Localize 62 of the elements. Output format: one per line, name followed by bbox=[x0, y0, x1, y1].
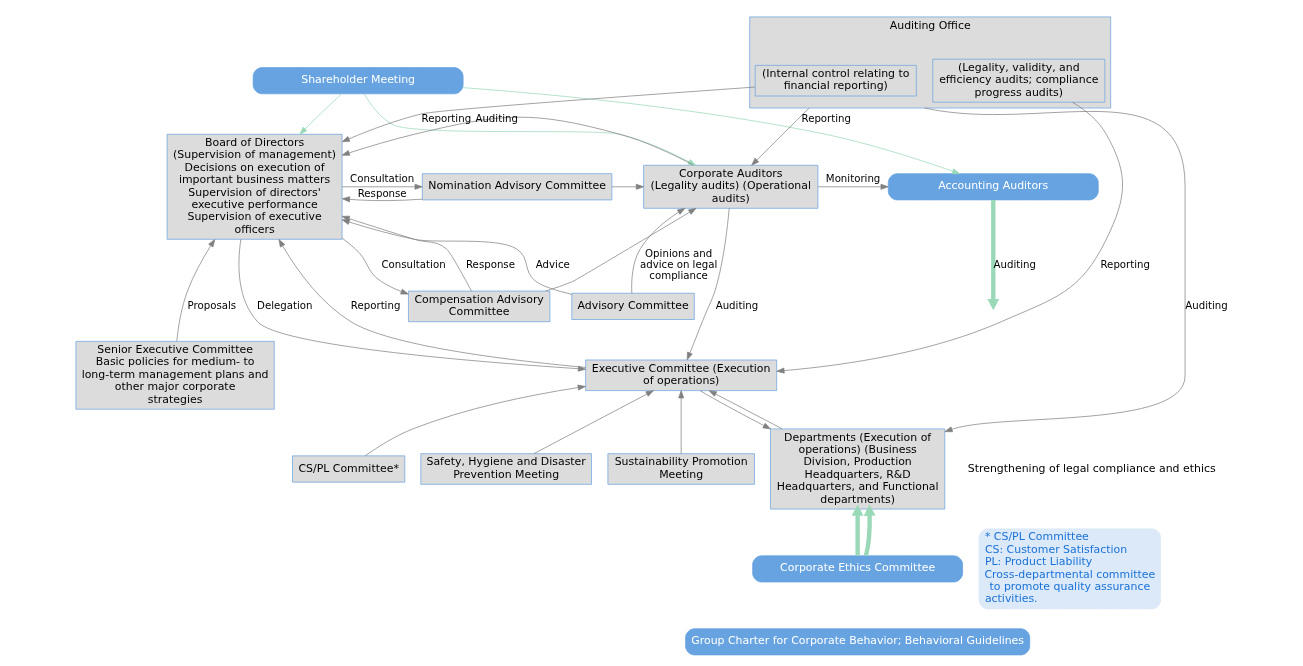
node-box: Compensation Advisory Committee bbox=[407, 290, 550, 323]
arrow bbox=[708, 390, 783, 430]
edge-label: Auditing bbox=[715, 300, 758, 312]
edge-label: Consultation bbox=[380, 258, 446, 270]
arrow bbox=[775, 101, 1123, 374]
arrow bbox=[341, 219, 572, 295]
arrow bbox=[544, 208, 696, 292]
node-box: Sustainability Promotion Meeting bbox=[607, 453, 755, 485]
arrow bbox=[341, 196, 422, 203]
node-box: Corporate Ethics Committee bbox=[751, 555, 963, 583]
arrow bbox=[341, 86, 755, 143]
arrow bbox=[175, 239, 215, 342]
node-box: Safety, Hygiene and Disaster Prevention Meeting bbox=[419, 453, 592, 485]
arrow bbox=[863, 504, 876, 557]
label: Strengthening of legal compliance and ethics bbox=[967, 461, 1216, 475]
edge-label: Advice bbox=[535, 258, 570, 270]
node-box: Departments (Execution of operations) (Business Division, Production Headquarters, R&D Headquarters, and Functional departments) bbox=[769, 428, 945, 510]
edge-label: Reporting bbox=[1100, 258, 1150, 270]
arrow bbox=[750, 107, 809, 166]
edge-label: Consultation bbox=[349, 172, 414, 184]
node-box: (Legality, validity, and efficiency audits; compliance progress audits) bbox=[931, 58, 1105, 103]
node-box: Group Charter for Corporate Behavior; Behavioral Guidelines bbox=[684, 628, 1030, 656]
node-box: Senior Executive Committee Basic policies for medium- to long-term management plans and other major corporate strategies bbox=[75, 341, 275, 410]
arrow bbox=[699, 390, 771, 430]
edge-label: Monitoring bbox=[825, 172, 880, 184]
arrow bbox=[923, 107, 1185, 433]
edge-label: Opinions and advice on legal compliance bbox=[639, 247, 717, 281]
edge-label: Response bbox=[465, 258, 515, 270]
node-box: Shareholder Meeting bbox=[252, 67, 463, 95]
arrow bbox=[630, 207, 685, 294]
edge-label: Reporting bbox=[421, 113, 471, 125]
edge-label: Response bbox=[357, 188, 407, 200]
arrow bbox=[533, 390, 654, 454]
arrow bbox=[611, 183, 644, 190]
node-box: Board of Directors (Supervision of management) Decisions on execution of important business matters Supervision of directors' executive performance Supervision of executive officers bbox=[166, 133, 342, 240]
node-box: Accounting Auditors bbox=[887, 173, 1099, 201]
edge-label: Auditing bbox=[993, 258, 1036, 270]
edge-label: Reporting bbox=[801, 113, 851, 125]
edge-label: Auditing bbox=[474, 113, 518, 125]
arrow bbox=[341, 183, 423, 190]
arrow bbox=[677, 390, 684, 454]
node-box: CS/PL Committee* bbox=[291, 455, 405, 483]
edge-label: Delegation bbox=[256, 300, 313, 312]
edge-label: Auditing bbox=[1184, 300, 1228, 312]
node-box: * CS/PL Committee CS: Customer Satisfaction PL: Product Liability Cross-departmental committee to promote quality assurance activities. bbox=[978, 528, 1161, 610]
arrow bbox=[364, 384, 586, 457]
arrow bbox=[299, 93, 342, 135]
arrow bbox=[363, 93, 696, 166]
edge-label: Proposals bbox=[187, 300, 236, 312]
arrow bbox=[986, 199, 999, 311]
arrow bbox=[851, 504, 864, 556]
edge-label: Reporting bbox=[350, 300, 400, 312]
arrow bbox=[686, 207, 730, 361]
arrow bbox=[341, 237, 409, 295]
node-box: Executive Committee (Execution of operations) bbox=[584, 359, 777, 391]
node-box: (Internal control relating to financial reporting) bbox=[754, 65, 917, 97]
node-box: Nomination Advisory Committee bbox=[421, 173, 612, 201]
arrow bbox=[462, 87, 960, 175]
arrow bbox=[341, 116, 694, 166]
node-box: Corporate Auditors (Legality audits) (Operational audits) bbox=[642, 164, 818, 209]
arrow bbox=[817, 183, 889, 190]
node-box: Advisory Committee bbox=[570, 292, 695, 320]
